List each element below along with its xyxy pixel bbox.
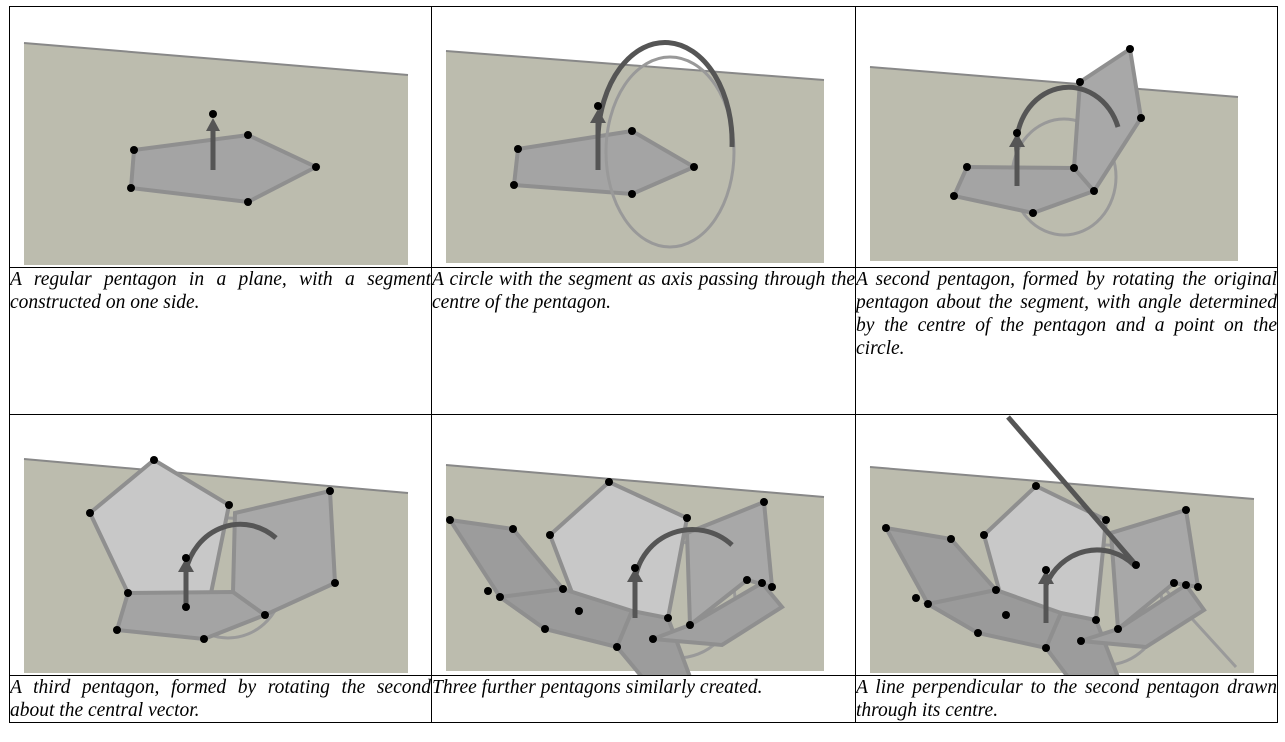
panel-1-image <box>9 6 432 268</box>
panel-6-image <box>855 414 1278 676</box>
panel-4-image <box>9 414 432 676</box>
third-pentagon-illustration <box>23 456 409 673</box>
panel-2-image <box>431 6 856 268</box>
panel-3-image <box>855 6 1278 268</box>
panel-6-caption: A line perpendicular to the second penta… <box>855 675 1278 723</box>
second-pentagon-illustration <box>869 45 1239 261</box>
panel-4-caption: A third pentagon, formed by rotating the… <box>9 675 432 723</box>
circle-axis-illustration <box>445 39 825 263</box>
perpendicular-line-illustration <box>869 415 1255 675</box>
six-pentagons-illustration <box>445 464 825 675</box>
panel-5-caption: Three further pentagons similarly create… <box>431 675 856 723</box>
figure-table: A regular pentagon in a plane, with a se… <box>9 6 1278 723</box>
panel-5-image <box>431 414 856 676</box>
panel-3-caption: A second pentagon, formed by rotating th… <box>855 267 1278 415</box>
panel-1-caption: A regular pentagon in a plane, with a se… <box>9 267 432 415</box>
pentagon-in-plane-illustration <box>23 42 409 265</box>
panel-2-caption: A circle with the segment as axis passin… <box>431 267 856 415</box>
